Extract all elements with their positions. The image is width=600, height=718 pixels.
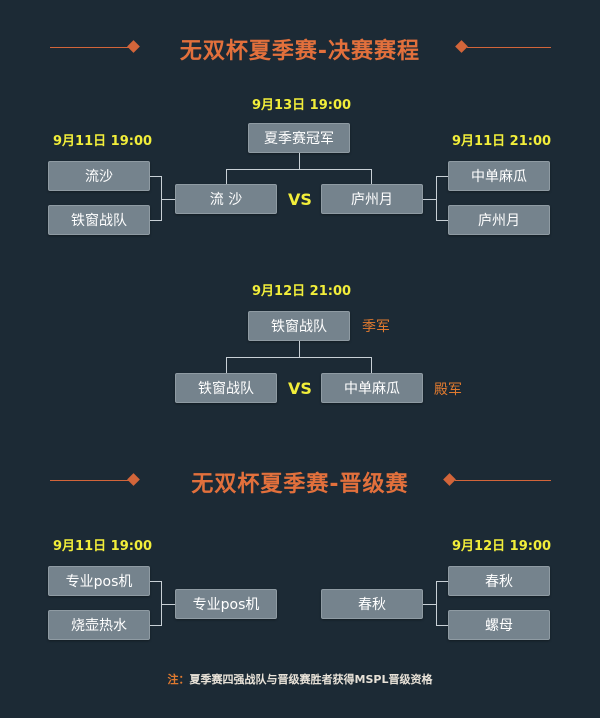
third-place-winner-box: 铁窗战队 (248, 311, 350, 341)
promotion-right-team-2: 螺母 (448, 610, 550, 640)
bracket-line (371, 169, 372, 184)
bracket-line (423, 199, 437, 200)
bracket-line (436, 220, 448, 221)
bracket-line (150, 176, 162, 177)
header-line-right (467, 47, 551, 48)
bracket-line (150, 220, 162, 221)
bracket-line (150, 581, 162, 582)
bracket-line (436, 176, 448, 177)
right-team-2: 庐州月 (448, 205, 550, 235)
promotion-left-date: 9月11日 19:00 (53, 539, 153, 554)
left-team-1: 流沙 (48, 161, 150, 191)
right-finalist-box: 庐州月 (321, 184, 423, 214)
final-vs: VS (288, 190, 312, 209)
promotion-right-winner: 春秋 (321, 589, 423, 619)
bracket-line (436, 581, 437, 626)
bracket-line (150, 625, 162, 626)
bracket-line (226, 357, 372, 358)
header-line-left (50, 47, 130, 48)
bracket-line (161, 604, 175, 605)
bracket-line (436, 625, 448, 626)
final-date: 9月13日 19:00 (252, 98, 352, 113)
third-place-right-box: 中单麻瓜 (321, 373, 423, 403)
header-line-left (50, 480, 130, 481)
bracket-line (436, 581, 448, 582)
bracket-line (161, 199, 175, 200)
promotion-right-team-1: 春秋 (448, 566, 550, 596)
footnote-label: 注： (167, 673, 190, 686)
bracket-line (423, 604, 437, 605)
bracket-line (226, 169, 227, 184)
finals-title: 无双杯夏季赛-决赛赛程 (179, 39, 421, 64)
promotion-title: 无双杯夏季赛-晋级赛 (191, 472, 409, 497)
right-semifinal-date: 9月11日 21:00 (452, 134, 552, 149)
promotion-left-team-1: 专业pos机 (48, 566, 150, 596)
bracket-line (299, 341, 300, 357)
third-place-vs: VS (288, 379, 312, 398)
left-team-2: 铁窗战队 (48, 205, 150, 235)
bracket-line (436, 176, 437, 221)
footnote: 注：夏季赛四强战队与晋级赛胜者获得MSPL晋级资格 (0, 671, 600, 687)
bracket-line (226, 169, 372, 170)
bracket-line (371, 357, 372, 373)
bracket-line (161, 176, 162, 221)
third-place-label: 季军 (362, 319, 390, 335)
third-place-left-box: 铁窗战队 (175, 373, 277, 403)
left-semifinal-date: 9月11日 19:00 (53, 134, 153, 149)
header-line-right (455, 480, 551, 481)
bracket-line (161, 581, 162, 626)
left-finalist-box: 流 沙 (175, 184, 277, 214)
promotion-left-team-2: 烧壶热水 (48, 610, 150, 640)
bracket-line (299, 153, 300, 169)
champion-box: 夏季赛冠军 (248, 123, 350, 153)
right-team-1: 中单麻瓜 (448, 161, 550, 191)
bracket-line (226, 357, 227, 373)
fourth-place-label: 殿军 (434, 382, 462, 398)
third-place-date: 9月12日 21:00 (252, 284, 352, 299)
footnote-text: 夏季赛四强战队与晋级赛胜者获得MSPL晋级资格 (189, 673, 433, 686)
promotion-right-date: 9月12日 19:00 (452, 539, 552, 554)
promotion-left-winner: 专业pos机 (175, 589, 277, 619)
